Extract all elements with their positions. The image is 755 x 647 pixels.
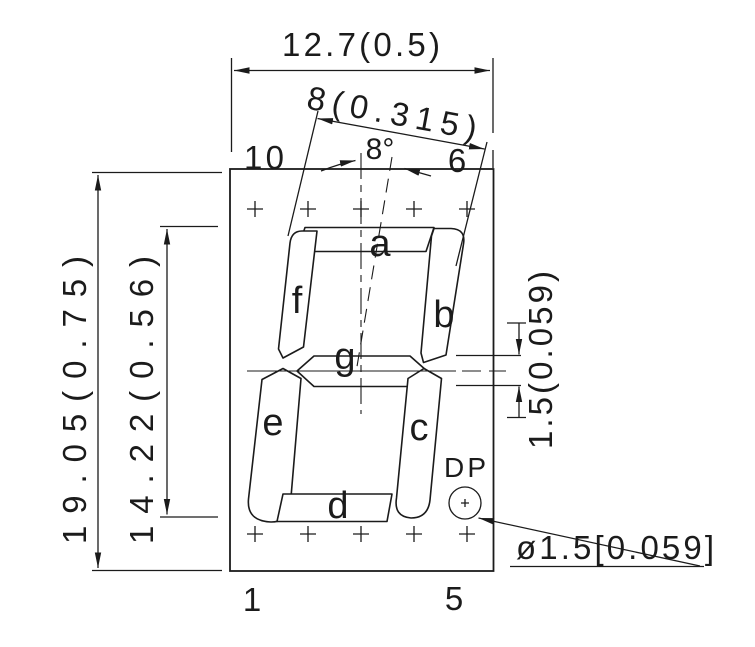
segment-a-label: a: [369, 223, 391, 265]
segment-e-label: e: [262, 402, 283, 444]
dim-digit-height-label: 14.22(0.56): [123, 256, 160, 544]
dp-leader-line: [478, 517, 701, 567]
digit-width-extension-lines: [287, 110, 488, 267]
digit-axis-line: [355, 156, 393, 370]
tilt-angle-arrow-left: [320, 159, 356, 172]
digit-height-extension-lines: [160, 225, 218, 518]
pin-label-5: 5: [445, 580, 463, 617]
segment-b-label: b: [433, 294, 454, 336]
tilt-angle-arrow-right: [404, 167, 432, 177]
dim-overall-width-label: 12.7(0.5): [282, 26, 440, 63]
dp-label: DP: [444, 452, 486, 483]
dp-circle: [448, 486, 482, 520]
pin-label-1: 1: [243, 581, 261, 618]
digit-width-dimension-line: [399, 132, 485, 150]
segment-d-label: d: [327, 485, 348, 527]
segment-d-shape: [276, 493, 393, 523]
center-gap-extension-lines: [456, 322, 526, 419]
digit-width-dimension-line: [317, 117, 401, 135]
segment-c-label: c: [410, 407, 429, 449]
dim-center-gap-label: 1.5(0.059): [522, 271, 559, 449]
segment-c-shape: [395, 367, 443, 519]
overall-width-extension-lines: [230, 58, 494, 168]
dim-dp-diameter-label: ø1.5[0.059]: [516, 529, 714, 566]
package-outline: [229, 168, 495, 572]
dp-center-mark: [461, 499, 469, 507]
pin-label-6: 6: [448, 142, 466, 179]
dim-tilt-angle-label: 8°: [366, 133, 395, 166]
segment-f-label: f: [292, 280, 303, 322]
dim-overall-height-label: 19.05(0.75): [56, 256, 93, 544]
segment-f-shape: [277, 230, 318, 359]
pin-label-10: 10: [244, 139, 284, 176]
overall-height-extension-lines: [92, 171, 222, 572]
segment-g-label: g: [334, 336, 355, 378]
